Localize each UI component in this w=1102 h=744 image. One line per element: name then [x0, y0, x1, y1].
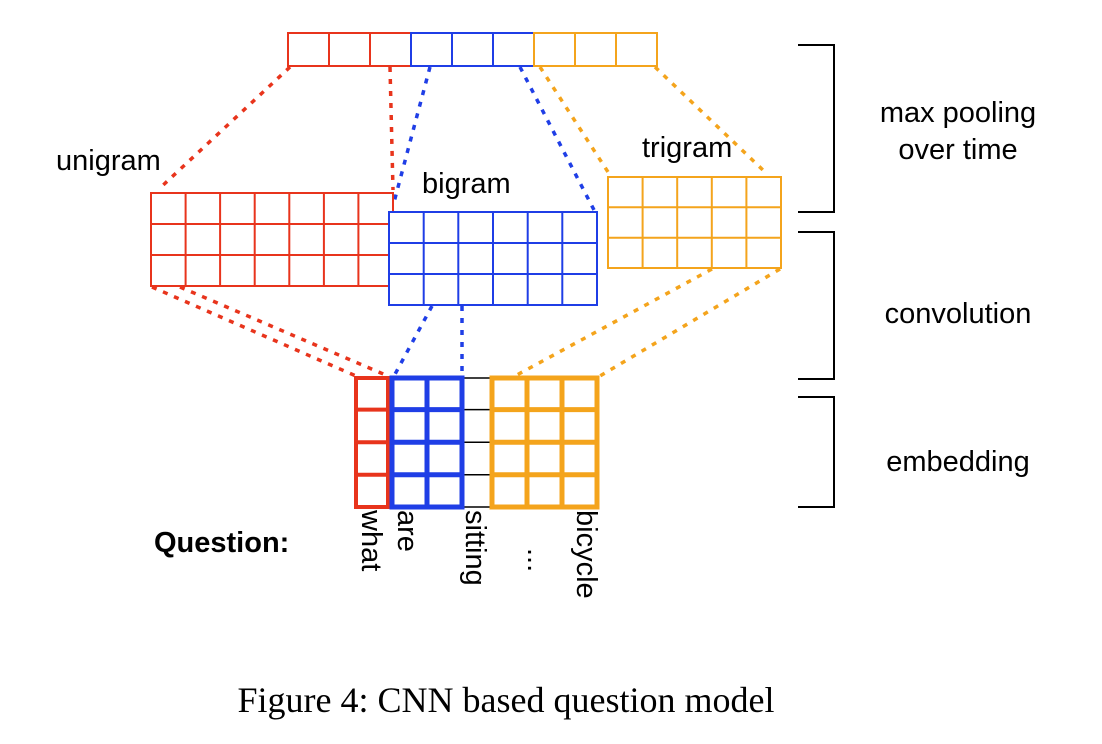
question-word: what — [355, 509, 387, 571]
question-label: Question: — [154, 527, 289, 559]
embedding-column-what — [354, 376, 390, 509]
embedding-label: embedding — [886, 446, 1030, 478]
question-word: are — [391, 510, 423, 552]
convolution-connectors — [151, 267, 781, 378]
max-pooling-label-line1: max pooling — [880, 97, 1036, 129]
max-pooling-output-vector — [287, 32, 658, 67]
bigram-feature-map — [388, 211, 598, 306]
embedding-matrix — [354, 375, 600, 510]
embedding-bracket — [798, 396, 835, 508]
max-pooling-label-line2: over time — [898, 134, 1017, 166]
pooled-unigram-cells — [287, 32, 412, 67]
pooling-connectors — [158, 65, 767, 211]
trigram-feature-map — [607, 176, 782, 269]
question-word: ... — [521, 548, 553, 572]
pooled-trigram-cells — [533, 32, 658, 67]
unigram-feature-map — [150, 192, 394, 287]
embedding-column-bicycle — [489, 375, 600, 510]
stage-brackets — [798, 44, 835, 508]
unigram-label: unigram — [56, 145, 161, 177]
pooled-bigram-cells — [410, 32, 535, 67]
convolution-bracket — [798, 231, 835, 380]
trigram-label: trigram — [642, 132, 732, 164]
figure-caption: Figure 4: CNN based question model — [238, 680, 775, 720]
max-pooling-bracket — [798, 44, 835, 213]
question-word: bicycle — [570, 510, 602, 599]
bigram-label: bigram — [422, 168, 511, 200]
embedding-column-are-sitting — [389, 375, 465, 510]
question-word: sitting — [459, 510, 491, 586]
convolution-label: convolution — [885, 298, 1032, 330]
